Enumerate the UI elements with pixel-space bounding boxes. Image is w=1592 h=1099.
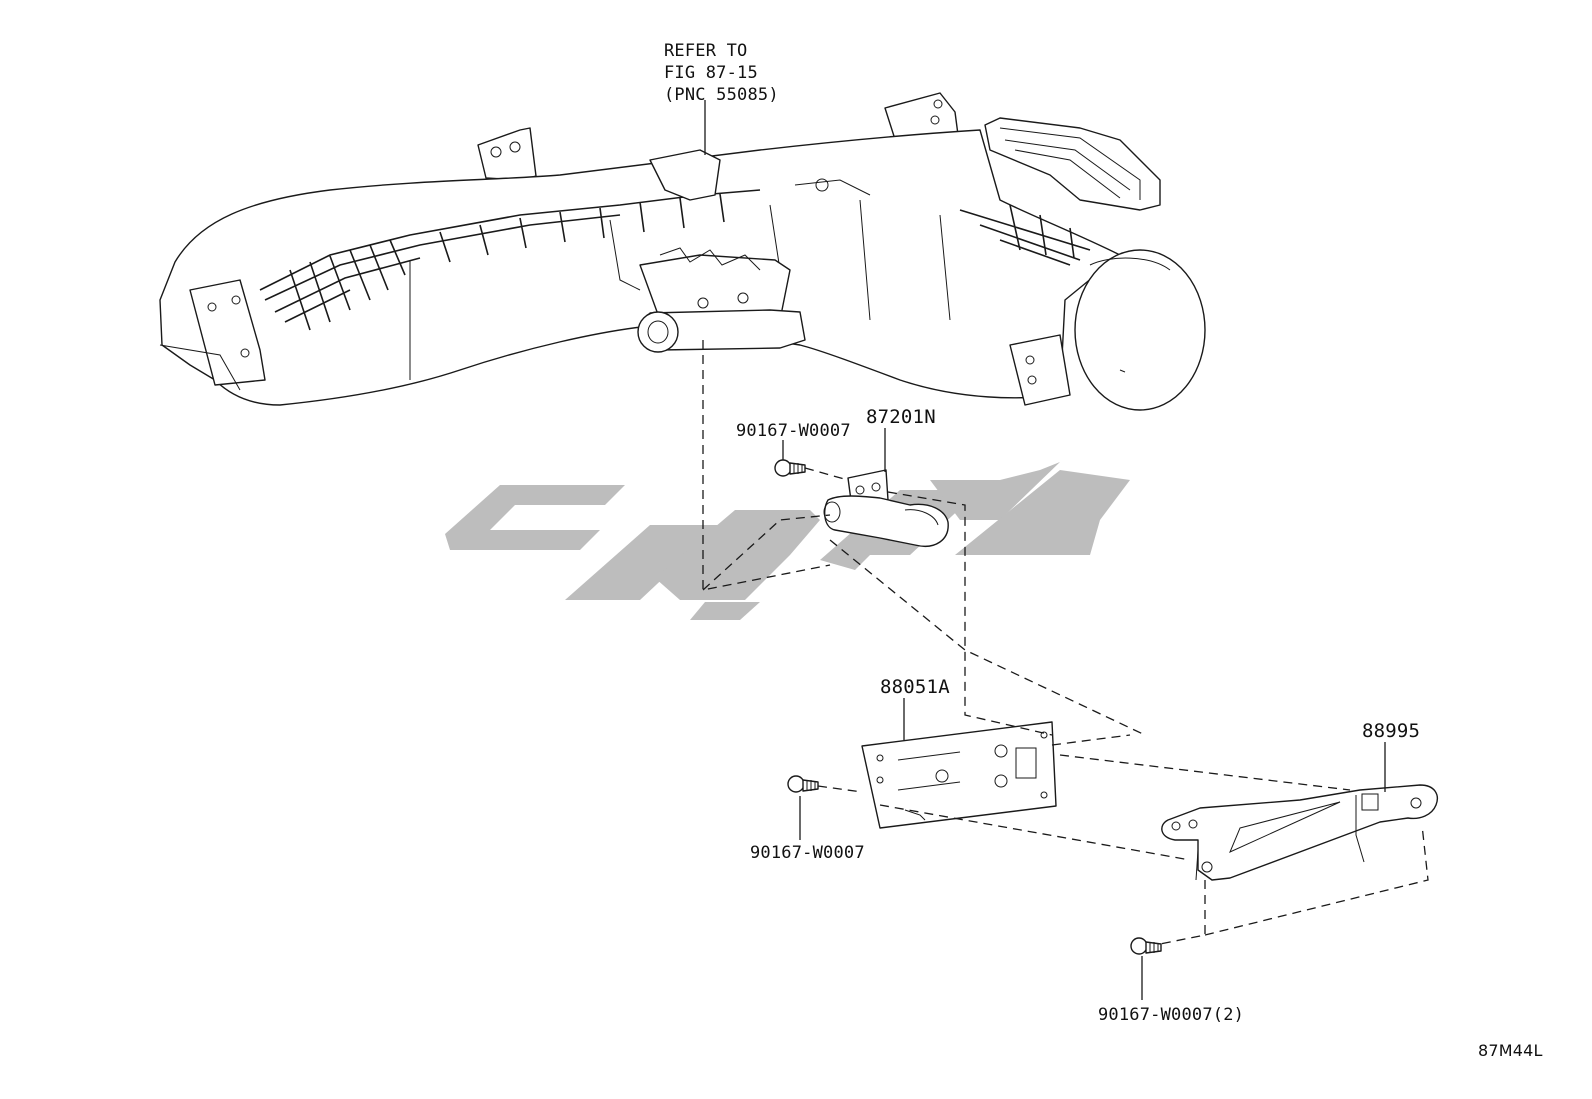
refer-note-line3: (PNC 55085) (664, 85, 779, 105)
bolt-top (774, 459, 806, 477)
plate-bracket-icon (861, 721, 1057, 829)
brand-watermark-icon (445, 462, 1130, 620)
part-label-mount[interactable]: 87201N (866, 406, 936, 428)
assembly-dashed-lines (702, 340, 1429, 945)
bolt-bottom (1130, 937, 1162, 955)
part-label-plate[interactable]: 88051A (880, 676, 950, 698)
part-label-bracket[interactable]: 88995 (1362, 720, 1421, 742)
refer-note-line2: FIG 87-15 (664, 63, 758, 83)
part-label-bolt-bottom[interactable]: 90167-W0007(2) (1098, 1005, 1245, 1025)
leader-lines (704, 100, 1386, 1000)
figure-code: 87M44L (1478, 1041, 1543, 1060)
mount-bracket-icon (823, 469, 949, 547)
part-label-bolt-top[interactable]: 90167-W0007 (736, 421, 851, 441)
air-duct-assembly (159, 92, 1206, 411)
refer-note-line1: REFER TO (664, 41, 748, 61)
bolt-mid (787, 775, 819, 793)
part-label-bolt-mid[interactable]: 90167-W0007 (750, 843, 865, 863)
arm-bracket-icon (1161, 784, 1438, 881)
